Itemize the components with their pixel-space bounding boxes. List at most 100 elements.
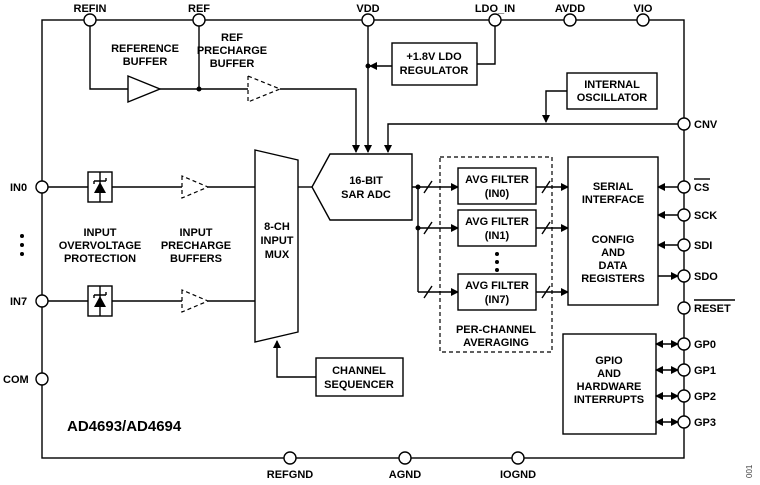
ref-precharge-line3: BUFFER — [210, 58, 255, 70]
part-number: AD4693/AD4694 — [67, 418, 182, 435]
mux-line1: 8-CH — [264, 221, 290, 233]
pin-sdo-label: SDO — [694, 271, 718, 283]
reference-buffer-line1: REFERENCE — [111, 43, 179, 55]
pin-gp1: GP1 — [677, 363, 716, 377]
input-precharge-line1: INPUT — [180, 227, 213, 239]
figure-number: 001 — [745, 464, 754, 478]
per-channel-line2: AVERAGING — [463, 337, 529, 349]
gpio-line2: AND — [597, 368, 621, 380]
oscillator-line2: OSCILLATOR — [577, 92, 648, 104]
pin-ldo-in-label: LDO_IN — [475, 3, 515, 15]
per-channel-line1: PER-CHANNEL — [456, 324, 536, 336]
pin-cnv: CNV — [677, 117, 718, 131]
input-precharge-line3: BUFFERS — [170, 253, 222, 265]
pin-in7-label: IN7 — [10, 296, 27, 308]
pin-avdd: AVDD — [555, 3, 585, 27]
per-channel-averaging-region — [439, 156, 553, 353]
mux-line3: MUX — [265, 249, 290, 261]
pin-vio-label: VIO — [634, 3, 653, 15]
internal-oscillator: INTERNAL OSCILLATOR — [566, 72, 658, 110]
left-ellipsis — [20, 234, 24, 256]
per-channel-label: PER-CHANNEL AVERAGING — [456, 324, 536, 349]
serial-interface-block: SERIAL INTERFACE CONFIG AND DATA REGISTE… — [567, 156, 659, 306]
config-line1: CONFIG — [592, 234, 635, 246]
pin-sdi-label: SDI — [694, 240, 712, 252]
config-line2: AND — [601, 247, 625, 259]
input-precharge-label: INPUT PRECHARGE BUFFERS — [161, 227, 231, 265]
input-precharge-buffer-in7 — [181, 289, 210, 313]
gpio-line1: GPIO — [595, 355, 623, 367]
pin-com: COM — [3, 372, 49, 386]
pin-reset-label: RESET — [694, 303, 731, 315]
pin-agnd: AGND — [389, 451, 421, 481]
pin-ref-label: REF — [188, 3, 210, 15]
pin-refin: REFIN — [74, 3, 107, 27]
ldo-line1: +1.8V LDO — [406, 51, 462, 63]
pin-sdo: SDO — [677, 269, 718, 283]
pin-gp0-label: GP0 — [694, 339, 716, 351]
config-line3: DATA — [599, 260, 628, 272]
pin-refgnd-label: REFGND — [267, 469, 314, 481]
pin-in0: IN0 — [10, 180, 49, 194]
pin-gp0: GP0 — [677, 337, 716, 351]
pin-vdd-label: VDD — [356, 3, 379, 15]
mux-line2: INPUT — [261, 235, 294, 247]
sequencer-line2: SEQUENCER — [324, 379, 394, 391]
pin-cs: CS — [677, 178, 710, 194]
ovp-line2: OVERVOLTAGE — [59, 240, 142, 252]
pin-ldo-in: LDO_IN — [475, 3, 515, 27]
pin-reset: RESET — [677, 299, 735, 315]
serial-line1: SERIAL — [593, 181, 634, 193]
pin-cnv-label: CNV — [694, 119, 718, 131]
avg-filter-in1: AVG FILTER (IN1) — [457, 209, 537, 247]
gpio-line4: INTERRUPTS — [574, 394, 644, 406]
avg-filter-in7-line1: AVG FILTER — [465, 280, 529, 292]
gpio-block: GPIO AND HARDWARE INTERRUPTS — [562, 333, 657, 435]
pin-gp1-label: GP1 — [694, 365, 716, 377]
filter-ellipsis — [495, 252, 499, 272]
pin-gp2-label: GP2 — [694, 391, 716, 403]
sar-adc: 16-BIT SAR ADC — [311, 153, 413, 221]
pin-sdi: SDI — [677, 238, 712, 252]
ovp-diode-in0 — [87, 171, 113, 203]
pin-agnd-label: AGND — [389, 469, 421, 481]
oscillator-line1: INTERNAL — [584, 79, 640, 91]
pin-sck-label: SCK — [694, 210, 717, 222]
serial-line2: INTERFACE — [582, 194, 644, 206]
avg-filter-in0: AVG FILTER (IN0) — [457, 167, 537, 205]
adc-line2: SAR ADC — [341, 189, 391, 201]
ovp-label: INPUT OVERVOLTAGE PROTECTION — [59, 227, 142, 265]
pin-gp3: GP3 — [677, 415, 716, 429]
ovp-diode-in7 — [87, 285, 113, 317]
pin-avdd-label: AVDD — [555, 3, 585, 15]
ovp-line1: INPUT — [84, 227, 117, 239]
pin-ref: REF — [188, 3, 210, 27]
ldo-line2: REGULATOR — [400, 65, 469, 77]
pin-iognd: IOGND — [500, 451, 536, 481]
pin-iognd-label: IOGND — [500, 469, 536, 481]
gpio-line3: HARDWARE — [577, 381, 642, 393]
pin-refin-label: REFIN — [74, 3, 107, 15]
pin-com-label: COM — [3, 374, 29, 386]
pin-gp2: GP2 — [677, 389, 716, 403]
reference-buffer: REFERENCE BUFFER — [111, 43, 179, 104]
pin-vio: VIO — [634, 3, 653, 27]
avg-filter-in1-line1: AVG FILTER — [465, 216, 529, 228]
avg-filter-in1-line2: (IN1) — [485, 230, 510, 242]
sequencer-line1: CHANNEL — [332, 365, 386, 377]
pin-refgnd: REFGND — [267, 451, 314, 481]
adc-line1: 16-BIT — [349, 175, 383, 187]
pin-cs-label: CS — [694, 182, 709, 194]
input-precharge-line2: PRECHARGE — [161, 240, 231, 252]
avg-filter-in0-line1: AVG FILTER — [465, 174, 529, 186]
avg-filter-in7: AVG FILTER (IN7) — [457, 273, 537, 311]
pin-sck: SCK — [677, 208, 717, 222]
avg-filter-in7-line2: (IN7) — [485, 294, 510, 306]
input-mux: 8-CH INPUT MUX — [254, 149, 299, 343]
avg-filter-in0-line2: (IN0) — [485, 188, 510, 200]
reference-buffer-line2: BUFFER — [123, 56, 168, 68]
ref-precharge-buffer: REF PRECHARGE BUFFER — [197, 32, 282, 103]
pin-in0-label: IN0 — [10, 182, 27, 194]
pin-in7: IN7 — [10, 294, 49, 308]
